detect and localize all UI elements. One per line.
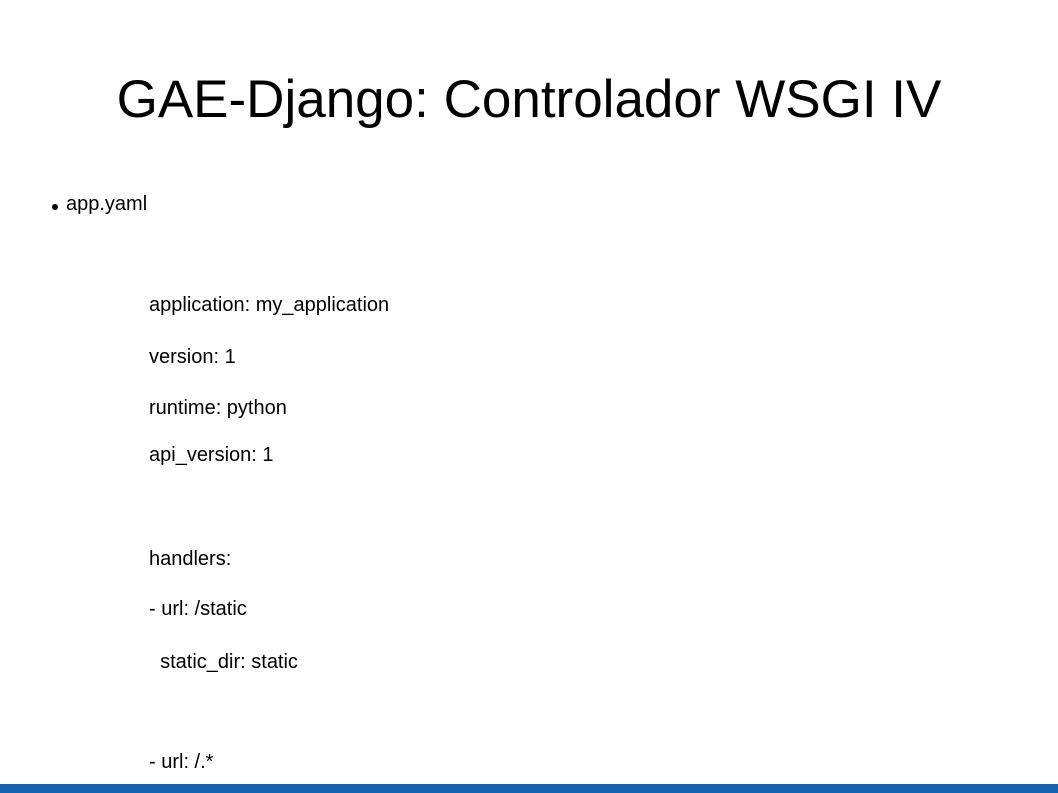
code-line-api-version: api_version: 1: [149, 444, 274, 466]
code-line-static-dir: static_dir: static: [149, 651, 298, 673]
bullet-dot-icon: [52, 204, 58, 210]
code-line-version: version: 1: [149, 346, 236, 368]
code-line-url-static: - url: /static: [149, 598, 247, 620]
code-line-url-wildcard: - url: /.*: [149, 751, 214, 773]
code-line-application: application: my_application: [149, 294, 390, 316]
bullet-text: app.yaml: [66, 192, 148, 215]
slide-title: GAE-Django: Controlador WSGI IV: [116, 70, 942, 129]
code-line-runtime: runtime: python: [149, 397, 287, 419]
bullet-item: app.yaml: [52, 189, 147, 219]
accent-bar: [0, 784, 1058, 793]
code-line-handlers: handlers:: [149, 548, 232, 570]
